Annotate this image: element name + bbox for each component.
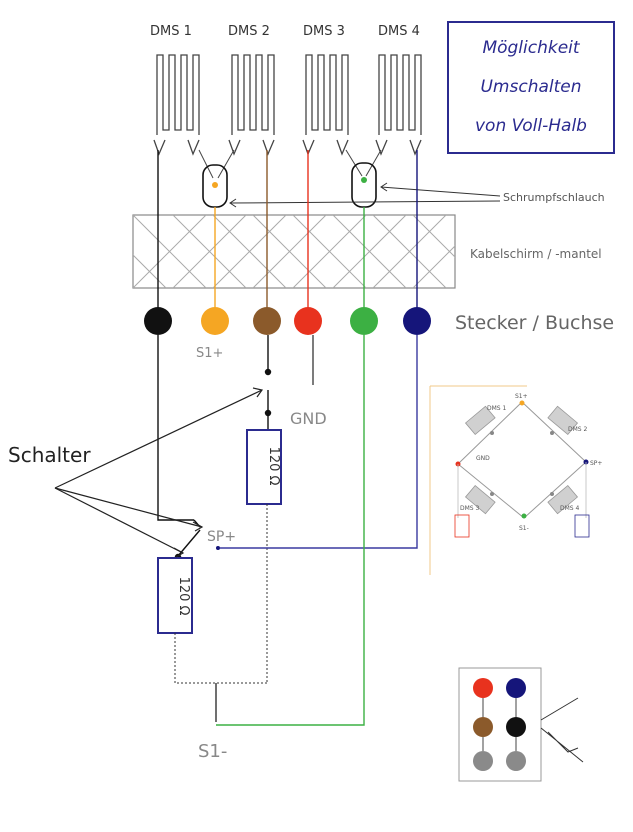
connector-pin-green [350, 307, 378, 335]
shrink-tube-pointer [229, 182, 501, 208]
inset-s1-label: S1+ [515, 393, 528, 400]
title-line-1: Möglichkeit [482, 38, 580, 58]
inset-dms3-label: DMS 3 [460, 505, 480, 512]
kabelschirm-label: Kabelschirm / -mantel [470, 247, 602, 261]
brown-switch-branch [264, 335, 272, 430]
green-wire [216, 335, 365, 726]
inset-dms2-label: DMS 2 [568, 426, 588, 433]
colored-wires [157, 150, 418, 320]
resistor-upper-label: 120 Ω [266, 447, 281, 486]
connector-pin-brown [253, 307, 281, 335]
connector-pin-navy [403, 307, 431, 335]
strain-gauge-dms4 [375, 54, 422, 156]
inset-dms1-label: DMS 1 [487, 405, 507, 412]
s1minus-label: S1- [198, 741, 227, 762]
sp-plus-label: SP+ [207, 529, 236, 545]
navy-wire [220, 335, 418, 549]
inset-bridge [429, 385, 590, 575]
strain-gauge-dms3 [302, 54, 349, 156]
shrink-tube-left [202, 164, 228, 208]
title-box [447, 21, 615, 154]
shrink-tube-right [351, 162, 377, 208]
inset-s1m-label: S1- [519, 525, 529, 532]
schalter-arrows [54, 387, 264, 558]
gnd-label: GND [290, 409, 327, 428]
cable-shield [132, 214, 456, 289]
dms1-label: DMS 1 [150, 24, 192, 39]
navy-wire-end [216, 546, 220, 550]
title-line-2: Umschalten [480, 77, 581, 97]
strain-gauge-dms2 [228, 54, 275, 156]
dms3-label: DMS 3 [303, 24, 345, 39]
inset-sp-label: SP+ [590, 460, 602, 467]
schrumpfschlauch-label: Schrumpfschlauch [503, 191, 605, 204]
s1plus-label: S1+ [196, 346, 223, 361]
black-wire-switch [157, 335, 201, 561]
dms4-label: DMS 4 [378, 24, 420, 39]
stecker-label: Stecker / Buchse [455, 312, 614, 334]
connector-pin-black [144, 307, 172, 335]
inset-gnd-label: GND [476, 455, 490, 462]
dms2-label: DMS 2 [228, 24, 270, 39]
resistor-upper [246, 429, 282, 505]
inset-dms4-label: DMS 4 [560, 505, 580, 512]
resistor-lower-label: 120 Ω [176, 577, 191, 616]
strain-gauge-dms1 [153, 54, 200, 156]
schalter-label: Schalter [8, 443, 91, 467]
connector-pin-orange [201, 307, 229, 335]
resistor-lower-lead [174, 633, 267, 684]
gauge-to-tube-wires [198, 149, 382, 179]
connector-pin-red [294, 307, 322, 335]
title-line-3: von Voll-Halb [475, 116, 587, 136]
inset-pinout [458, 667, 584, 782]
